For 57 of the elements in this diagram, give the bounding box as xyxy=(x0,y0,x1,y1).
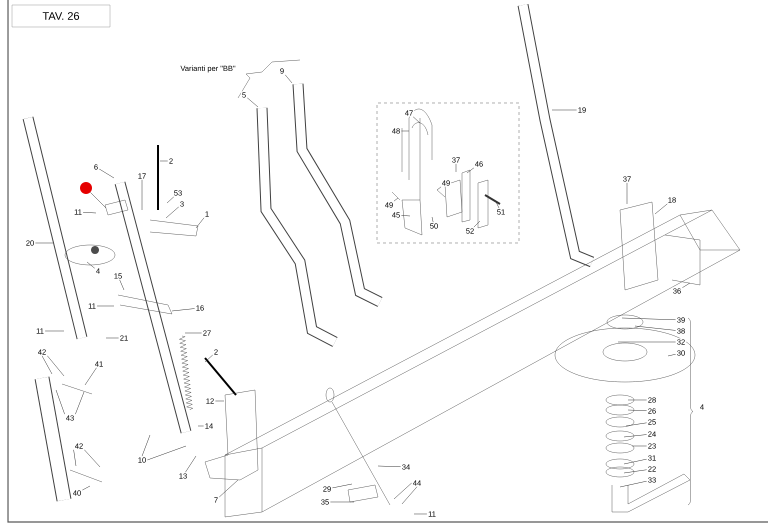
leader-line xyxy=(35,242,54,244)
leader-line xyxy=(44,330,64,332)
leader-line xyxy=(185,456,196,472)
leader-line xyxy=(654,204,668,214)
title-box: TAV. 26 xyxy=(12,4,110,28)
leader-line xyxy=(402,486,418,504)
leader-line xyxy=(90,192,106,208)
leader-line xyxy=(219,480,238,498)
leader-line xyxy=(86,262,95,269)
leader-line xyxy=(99,168,114,178)
leader-line xyxy=(75,392,84,414)
leader-line xyxy=(42,356,52,374)
leader-line xyxy=(394,482,412,500)
leader-line xyxy=(73,450,76,466)
leader-line xyxy=(84,368,97,386)
leader-line xyxy=(628,410,647,412)
leader-line xyxy=(84,450,100,468)
leader-line xyxy=(147,446,186,460)
leader-line xyxy=(184,332,202,334)
leader-line xyxy=(82,486,90,490)
leader-line xyxy=(624,458,647,464)
leader-line xyxy=(401,130,410,132)
leader-line xyxy=(466,168,474,174)
leader-line xyxy=(394,198,398,202)
leader-line xyxy=(626,182,628,204)
leader-line xyxy=(432,216,434,222)
leader-line xyxy=(160,160,168,162)
leader-line xyxy=(378,466,401,468)
leader-line xyxy=(47,356,64,376)
leader-line xyxy=(622,318,676,320)
leader-line xyxy=(474,220,480,228)
marker-dot xyxy=(80,182,92,194)
leader-line xyxy=(401,215,410,216)
leader-line xyxy=(436,186,442,190)
leader-line xyxy=(247,98,258,108)
leader-line xyxy=(166,196,174,204)
leader-line xyxy=(494,200,500,208)
leader-line xyxy=(668,354,676,356)
leader-line xyxy=(142,434,150,456)
leader-line xyxy=(624,470,647,474)
leader-line xyxy=(624,434,647,438)
leader-line xyxy=(412,116,420,124)
leader-line xyxy=(332,484,352,488)
leader-line xyxy=(82,212,96,214)
leader-line xyxy=(119,280,124,290)
leader-line xyxy=(634,326,676,331)
leader-line xyxy=(626,422,647,426)
leader-line xyxy=(172,308,195,312)
leader-line xyxy=(682,282,690,288)
leader-line xyxy=(204,354,213,362)
leader-line xyxy=(56,390,65,414)
leader-line xyxy=(196,218,204,228)
leader-line xyxy=(620,480,647,488)
leader-line xyxy=(215,400,224,402)
leader-line xyxy=(166,206,179,218)
inset-frame xyxy=(376,102,520,244)
leader-line xyxy=(284,74,292,84)
